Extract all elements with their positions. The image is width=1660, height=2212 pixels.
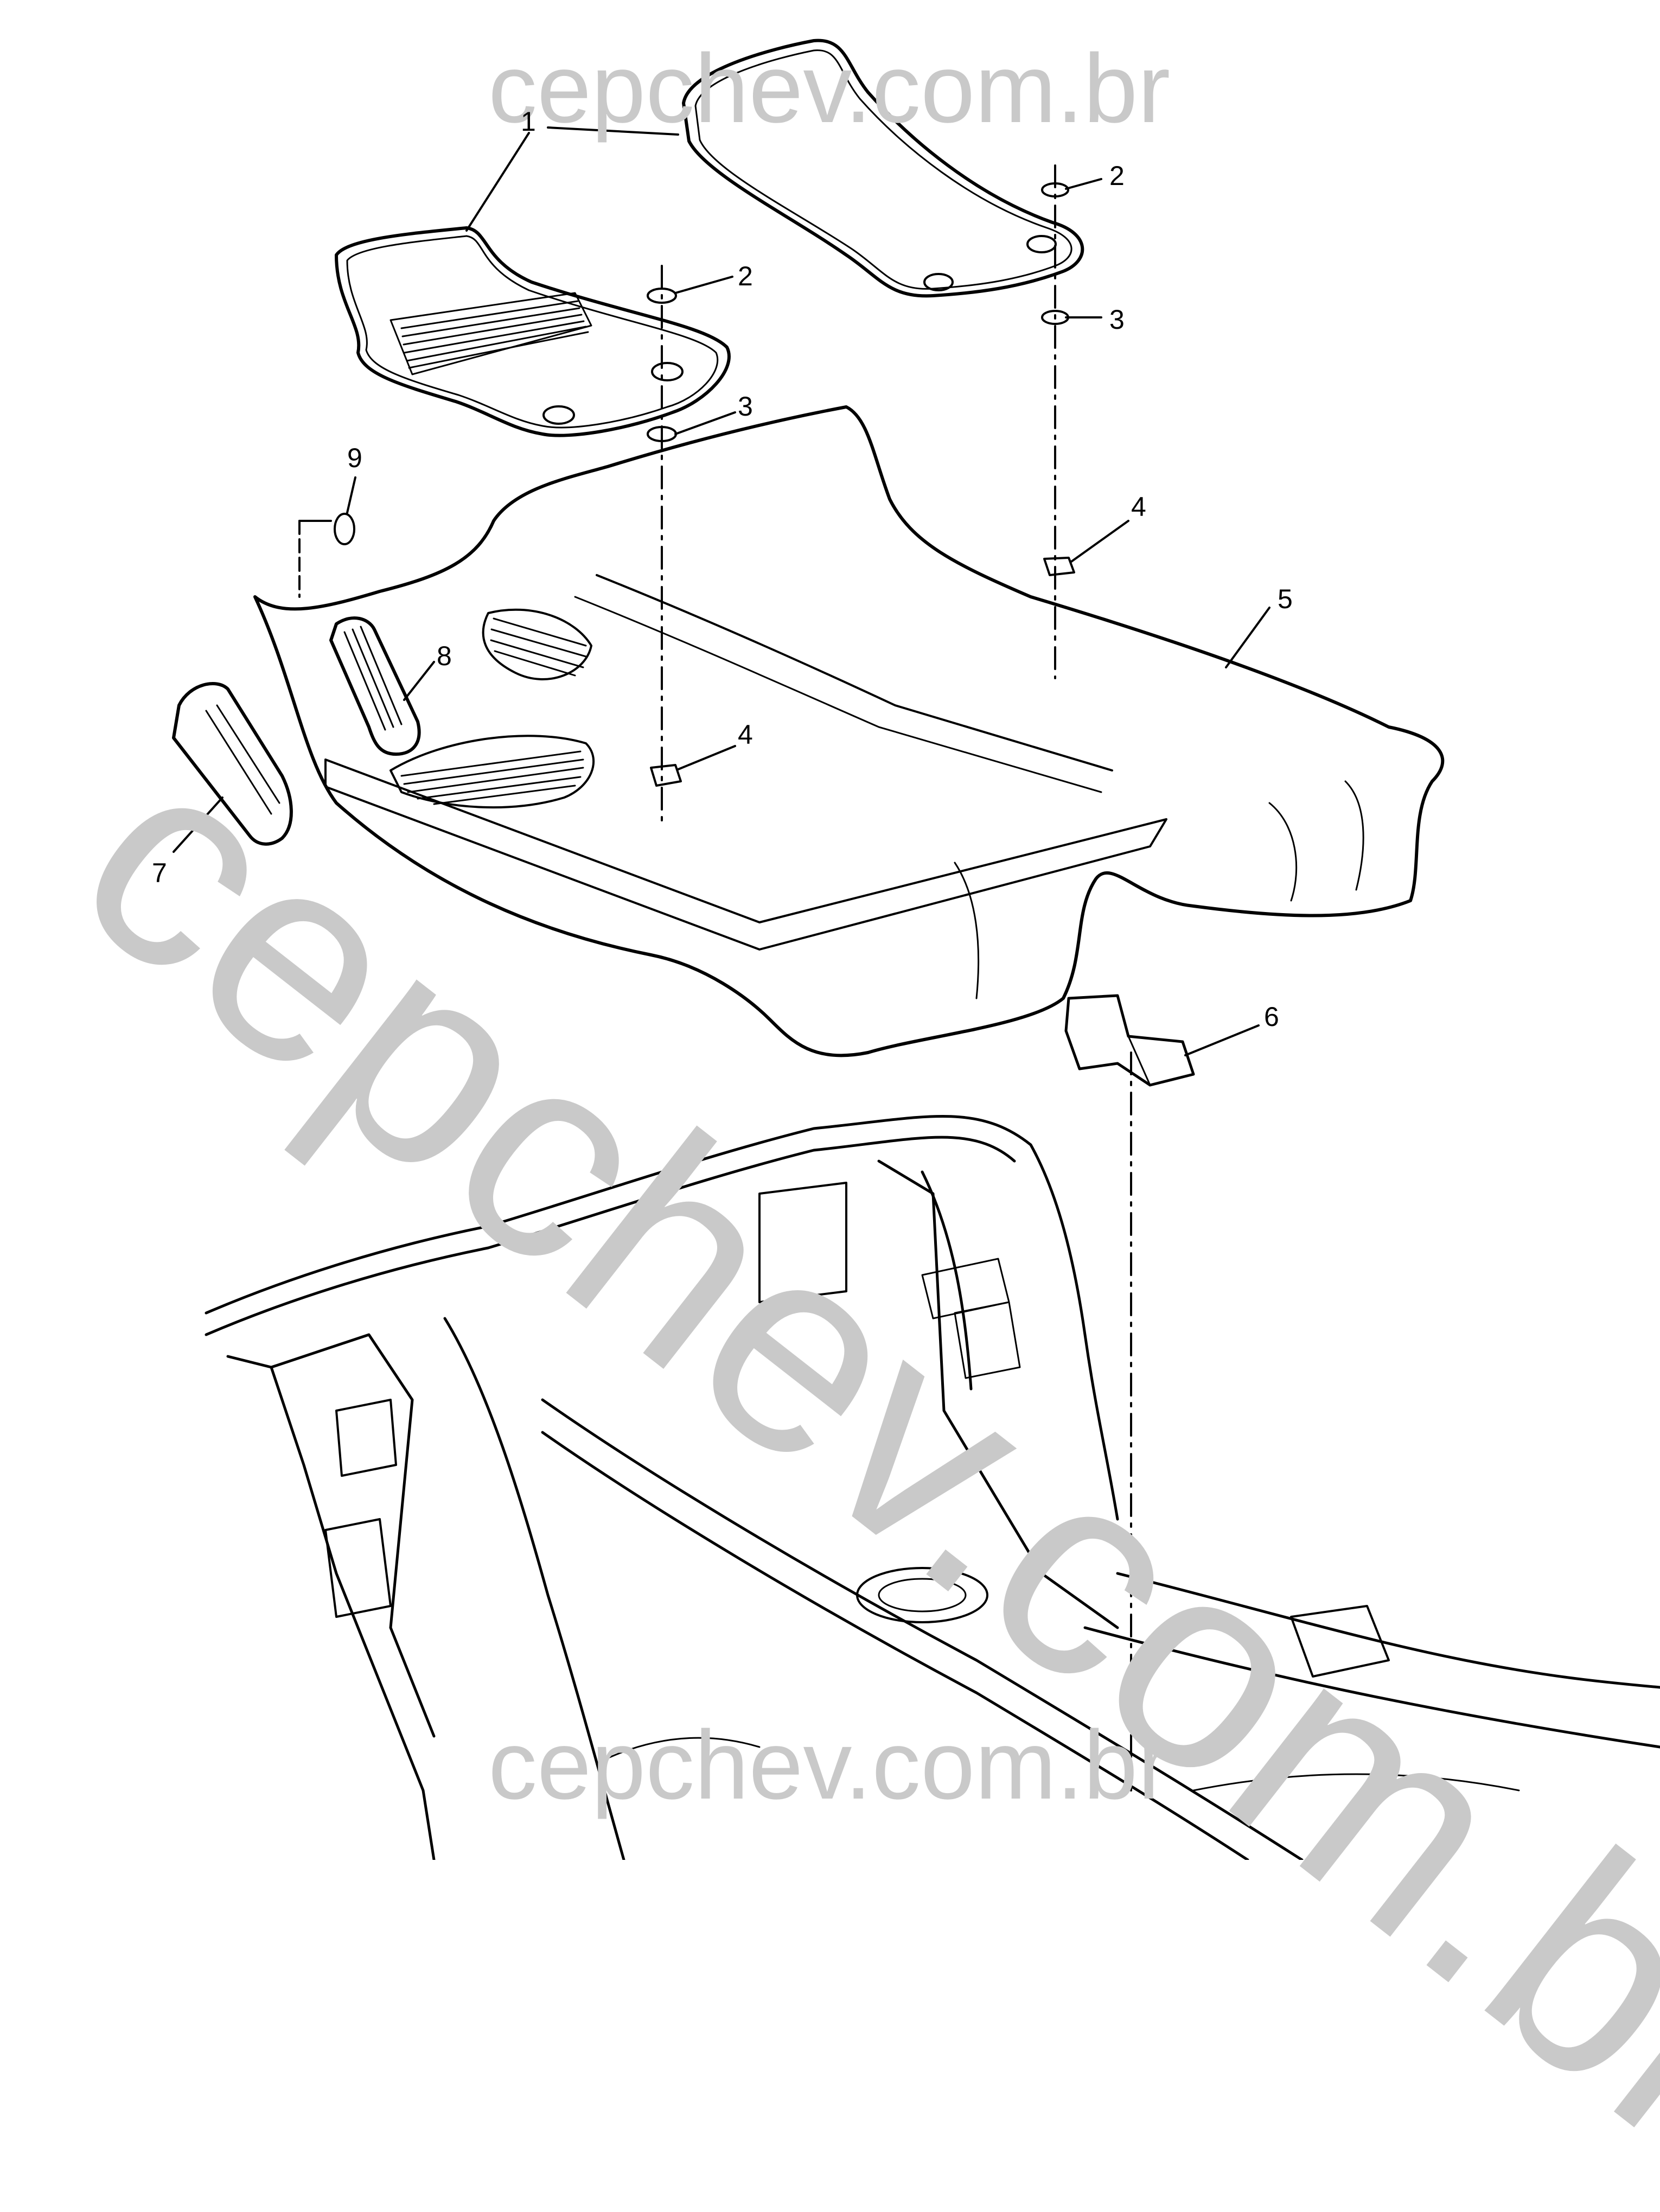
callout-5: 5	[1278, 584, 1293, 614]
callout-7: 7	[152, 858, 167, 888]
carpet-bracket	[1064, 994, 1195, 1792]
diagram-artwork	[172, 39, 1660, 1860]
callout-3-left: 3	[738, 391, 753, 422]
callout-8: 8	[437, 641, 452, 671]
leader-lines	[173, 126, 1270, 1056]
exploded-parts-diagram: cepchev.com.br cepchev.com.br cepchev.co…	[24, 34, 1660, 2208]
callout-1: 1	[521, 106, 536, 137]
callout-2-right: 2	[1109, 161, 1125, 191]
sill-trim-panel	[172, 682, 293, 846]
accelerator-pedal	[329, 616, 421, 756]
callout-4-right: 4	[1131, 492, 1146, 522]
callout-9: 9	[347, 443, 362, 473]
front-floor-mat	[335, 226, 731, 437]
rear-floor-mat	[682, 39, 1084, 298]
watermark-top: cepchev.com.br	[488, 34, 1171, 143]
vehicle-body-structure	[205, 1115, 1660, 1860]
callout-4-left: 4	[738, 719, 753, 750]
clip-fastener	[298, 513, 355, 598]
fastener-stack-left	[647, 265, 682, 826]
callout-2-left: 2	[738, 261, 753, 291]
callout-6: 6	[1264, 1002, 1279, 1032]
callout-3-right: 3	[1109, 304, 1125, 335]
watermark-bottom: cepchev.com.br	[488, 1711, 1171, 1820]
floor-carpet-assembly	[253, 405, 1445, 1057]
